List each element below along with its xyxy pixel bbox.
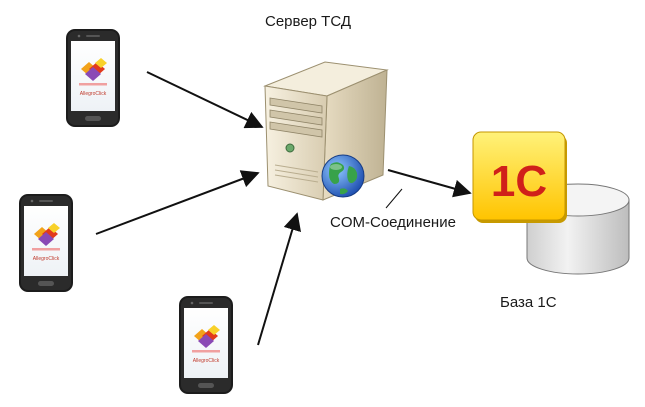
arrow-phone2-to-server <box>95 170 260 235</box>
database-label: База 1С <box>500 294 557 311</box>
phone-logo-text: AllegroClick <box>193 358 220 364</box>
server-label: Сервер ТСД <box>265 13 351 30</box>
arrow-server-to-db <box>387 169 472 198</box>
phone-device-2: AllegroClick <box>19 194 73 292</box>
arrow-phone1-to-server <box>146 71 264 129</box>
globe-icon <box>321 154 365 198</box>
connection-label: COM-Соединение <box>330 214 456 231</box>
phone-device-1: AllegroClick <box>66 29 120 127</box>
connection-leader-line <box>385 188 403 209</box>
phone-logo-text: AllegroClick <box>80 91 107 97</box>
arrow-phone3-to-server <box>257 212 302 346</box>
phone-device-3: AllegroClick <box>179 296 233 394</box>
phone-logo-text: AllegroClick <box>33 256 60 262</box>
1c-logo-text: 1С <box>491 157 547 206</box>
1c-logo-icon: 1С <box>472 131 567 223</box>
